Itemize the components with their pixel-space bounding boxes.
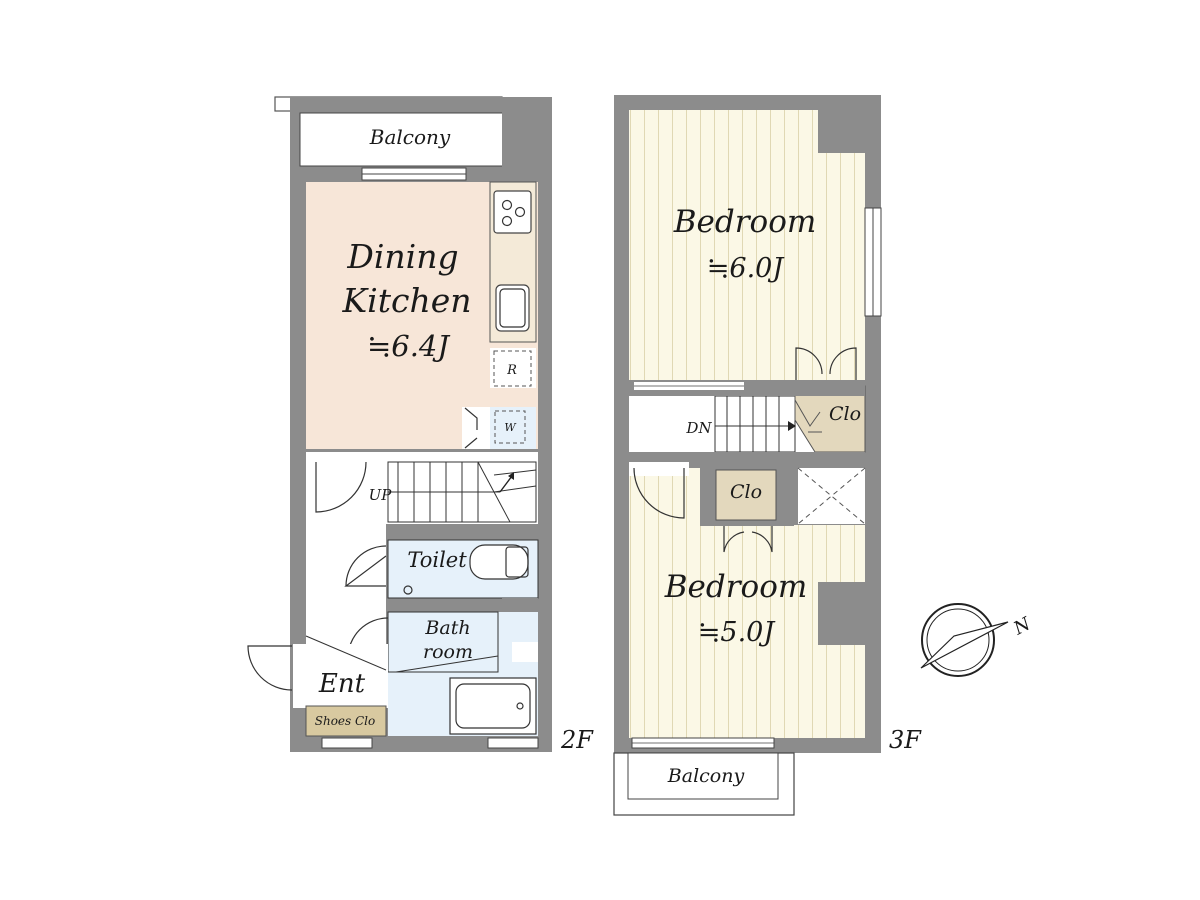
bedroom-lower-label: Bedroom — [664, 569, 808, 605]
bath-room-label-2: room — [423, 641, 473, 663]
vent-box — [512, 642, 538, 662]
shoes-closet-label: Shoes Clo — [315, 714, 376, 728]
bath-room-label: Bath — [424, 617, 470, 639]
dining-kitchen-label-2: Kitchen — [342, 281, 472, 320]
bedroom-lower-size: ≒5.0J — [698, 617, 777, 648]
stove-icon — [493, 190, 532, 234]
stairs-up-label: UP — [369, 486, 393, 504]
bedroom-upper — [629, 110, 865, 380]
entrance-area — [293, 644, 388, 708]
dining-kitchen-label: Dining — [346, 237, 458, 276]
compass-rose-icon: N — [920, 603, 1035, 677]
balcony-2f — [299, 112, 537, 167]
floor-2f: Balcony Dining Kitchen ≒6.4J R W UP Toil… — [247, 96, 594, 754]
closet-lower — [715, 469, 777, 521]
floor-3f: Bedroom ≒6.0J Clo DN Clo Bedroom ≒5.0J B… — [613, 95, 922, 816]
floor-label-2f: 2F — [560, 726, 594, 754]
closet-upper-label: Clo — [829, 403, 861, 425]
toilet-label: Toilet — [407, 548, 467, 572]
closet-lower-label: Clo — [730, 481, 762, 503]
toilet-paper-icon — [403, 585, 413, 595]
balcony-2f-label: Balcony — [369, 125, 451, 149]
balcony-3f-label: Balcony — [667, 765, 745, 787]
toilet-bowl-icon — [469, 544, 529, 580]
washer-label: W — [504, 421, 517, 434]
sink-icon — [495, 284, 530, 332]
bedroom-lower — [629, 468, 865, 738]
fridge-space — [490, 348, 536, 388]
bathtub-icon — [449, 677, 537, 735]
compass-north-label: N — [1009, 613, 1035, 640]
bedroom-upper-size: ≒6.0J — [707, 253, 786, 284]
shoes-closet — [305, 705, 387, 737]
dining-kitchen-size: ≒6.4J — [367, 329, 450, 363]
bedroom-upper-label: Bedroom — [673, 204, 817, 240]
washer-space — [490, 407, 536, 449]
stairs-down-label: DN — [685, 419, 712, 437]
floor-label-3f: 3F — [889, 726, 922, 754]
fridge-label: R — [506, 363, 517, 378]
stairs-3f — [714, 395, 796, 453]
entrance-label: Ent — [318, 669, 366, 699]
